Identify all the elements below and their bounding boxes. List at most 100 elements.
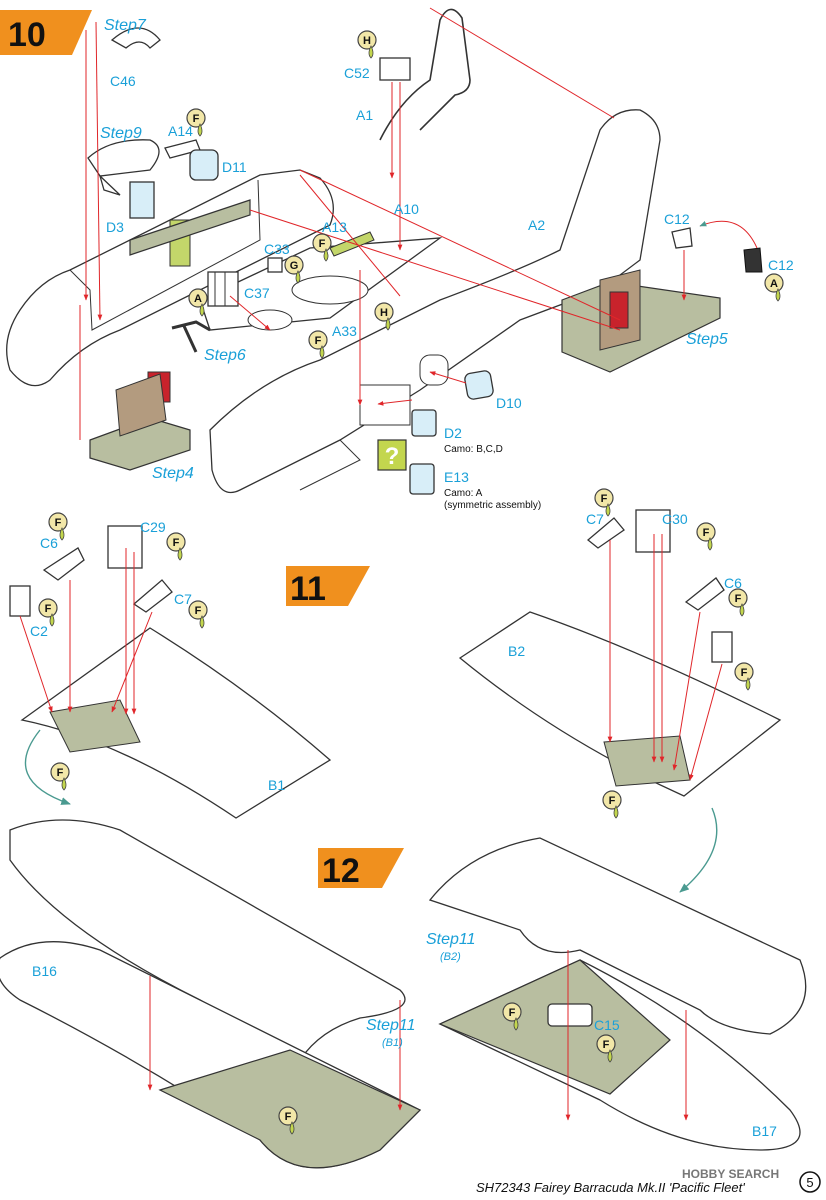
- label-c2: C2: [30, 623, 48, 639]
- part-c12-dark: [743, 247, 763, 273]
- label-c29: C29: [140, 519, 166, 535]
- glue-icon-f16: F: [596, 1034, 616, 1063]
- cockpit-assembly-step5: [561, 269, 721, 373]
- frame-step6: [171, 320, 211, 353]
- glue-icon-f2: F: [312, 233, 332, 262]
- glue-icon-f14: F: [278, 1106, 298, 1135]
- svg-text:F: F: [319, 238, 326, 250]
- svg-text:F: F: [703, 527, 710, 539]
- step-number-12: 12: [322, 852, 360, 890]
- label-a2: A2: [528, 217, 545, 233]
- glue-icon-f7: F: [188, 600, 208, 629]
- glue-icon-g: G: [284, 255, 304, 284]
- part-c52: [379, 57, 411, 81]
- label-d11: D11: [222, 159, 247, 175]
- label-c12-second: C12: [768, 257, 794, 273]
- glue-icon-f12: F: [734, 662, 754, 691]
- page-number: 5: [806, 1175, 813, 1190]
- glue-icon-a1: A: [188, 288, 208, 317]
- glue-icon-h2: H: [374, 302, 394, 331]
- part-c2: [9, 585, 31, 617]
- watermark: HOBBY SEARCH: [682, 1167, 779, 1181]
- svg-text:F: F: [173, 537, 180, 549]
- glue-icon-f13: F: [602, 790, 622, 819]
- svg-text:F: F: [735, 593, 742, 605]
- note-d2-camo: Camo: B,C,D: [444, 444, 503, 455]
- step-10-badge: 10: [0, 10, 92, 55]
- label-c12-first: C12: [664, 211, 690, 227]
- rotate-arrow-c12: [699, 220, 758, 249]
- part-c12-light: [671, 227, 693, 249]
- svg-text:H: H: [363, 35, 371, 47]
- svg-text:F: F: [609, 795, 616, 807]
- fuselage-left-half: [6, 169, 334, 387]
- label-e13: E13: [444, 469, 469, 485]
- window-d2: [411, 409, 437, 437]
- step-12-badge: 12: [318, 848, 404, 890]
- wing-b2: [458, 611, 782, 797]
- window-e13: [409, 463, 435, 495]
- label-step6: Step6: [204, 347, 246, 364]
- part-c7-left: [132, 579, 173, 613]
- antenna-wire: [379, 8, 471, 141]
- wing-upper-right: [428, 837, 807, 1035]
- label-c30: C30: [662, 511, 688, 527]
- camo-question-badge: ?: [377, 439, 407, 471]
- svg-text:F: F: [195, 605, 202, 617]
- seat-plate-step9: [87, 139, 160, 219]
- glue-icon-f9: F: [594, 488, 614, 517]
- label-b2: B2: [508, 643, 525, 659]
- rotate-arrow-b2: [679, 807, 718, 893]
- glue-icon-h1: H: [357, 30, 377, 59]
- svg-text:A: A: [194, 293, 202, 305]
- glue-icon-f10: F: [696, 522, 716, 551]
- glue-icon-a2: A: [764, 273, 784, 302]
- part-c6-right: [684, 577, 725, 611]
- part-c7-right: [586, 517, 625, 549]
- note-e13-symmetric: (symmetric assembly): [444, 500, 541, 511]
- rotate-arrow-b1: [24, 729, 71, 805]
- label-step5: Step5: [686, 331, 728, 348]
- svg-text:F: F: [55, 517, 62, 529]
- glue-icon-f6: F: [38, 598, 58, 627]
- label-b17: B17: [752, 1123, 777, 1139]
- step-11-badge: 11: [286, 566, 370, 608]
- label-d3: D3: [106, 219, 124, 235]
- label-c33: C33: [264, 241, 290, 257]
- glue-icon-f4: F: [48, 512, 68, 541]
- part-c37: [207, 271, 239, 307]
- part-c30: [635, 509, 671, 553]
- label-d10: D10: [496, 395, 522, 411]
- part-a13: [329, 231, 375, 257]
- label-c7-right: C7: [586, 511, 604, 527]
- label-b1-paren: (B1): [382, 1037, 403, 1049]
- assembly-arrows-step11: [19, 534, 723, 781]
- footer-title: SH72343 Fairey Barracuda Mk.II 'Pacific …: [476, 1180, 745, 1195]
- label-c37: C37: [244, 285, 270, 301]
- step-number-11: 11: [290, 570, 326, 608]
- svg-text:H: H: [380, 307, 388, 319]
- glue-icon-f15: F: [502, 1002, 522, 1031]
- part-c29: [107, 525, 143, 569]
- assembly-arrows-step12: [147, 950, 689, 1121]
- svg-text:F: F: [57, 767, 64, 779]
- svg-text:G: G: [290, 260, 299, 272]
- label-a14: A14: [168, 123, 193, 139]
- window-d10: [464, 370, 494, 400]
- wing-upper-left: [9, 819, 406, 1061]
- part-d11: [189, 149, 219, 181]
- label-c6-right: C6: [724, 575, 742, 591]
- svg-text:F: F: [509, 1007, 516, 1019]
- assembly-arrows-step10: [79, 7, 687, 440]
- part-c15: [547, 1003, 593, 1027]
- svg-text:F: F: [193, 113, 200, 125]
- label-d2: D2: [444, 425, 462, 441]
- svg-text:F: F: [603, 1039, 610, 1051]
- label-step11-b1: Step11: [366, 1017, 416, 1034]
- page-number-badge: 5: [799, 1171, 821, 1193]
- cockpit-floor-a33: [199, 237, 443, 331]
- question-mark: ?: [385, 443, 400, 470]
- glue-icon-f3: F: [308, 330, 328, 359]
- label-a10: A10: [394, 201, 419, 217]
